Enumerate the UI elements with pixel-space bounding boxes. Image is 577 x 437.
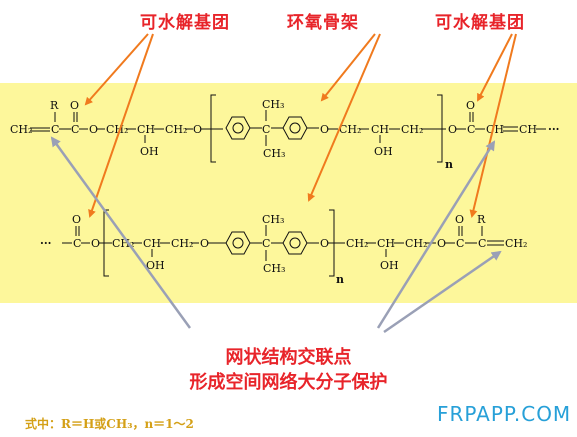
arrow-crosslink-left bbox=[50, 136, 192, 329]
arrow-epoxy-2 bbox=[307, 33, 381, 202]
svg-text:CH: CH bbox=[137, 123, 155, 136]
svg-text:CH₂: CH₂ bbox=[346, 237, 368, 250]
arrow-hydro-right-1 bbox=[477, 33, 513, 102]
svg-text:OH: OH bbox=[140, 145, 159, 158]
svg-text:CH₃: CH₃ bbox=[263, 262, 285, 275]
gray-arrows bbox=[50, 136, 502, 334]
svg-text:O: O bbox=[437, 237, 446, 250]
svg-text:CH₃: CH₃ bbox=[262, 98, 284, 111]
benzene-ring bbox=[282, 116, 308, 140]
formula-row-1: CH₂ C R C O O CH₂ CH OH CH₂ O C CH₃ CH₃ bbox=[10, 94, 560, 171]
svg-text:R: R bbox=[477, 213, 486, 226]
caption-line-1: 网状结构交联点 bbox=[225, 347, 352, 368]
arrow-crosslink-right-1 bbox=[376, 140, 496, 329]
svg-text:CH: CH bbox=[371, 123, 389, 136]
label-hydrolyzable-right: 可水解基团 bbox=[435, 13, 525, 33]
orange-arrows bbox=[84, 33, 517, 218]
svg-text:O: O bbox=[320, 123, 329, 136]
svg-text:O: O bbox=[466, 99, 475, 112]
svg-text:CH₂: CH₂ bbox=[171, 237, 193, 250]
svg-text:···: ··· bbox=[40, 237, 52, 250]
svg-text:O: O bbox=[448, 123, 457, 136]
svg-text:C: C bbox=[262, 237, 270, 250]
arrow-crosslink-right-2 bbox=[383, 250, 502, 334]
svg-text:R: R bbox=[50, 99, 59, 112]
svg-text:···: ··· bbox=[548, 123, 560, 136]
svg-text:C: C bbox=[262, 123, 270, 136]
svg-text:C: C bbox=[71, 123, 79, 136]
svg-text:CH₂: CH₂ bbox=[112, 237, 134, 250]
svg-text:OH: OH bbox=[374, 145, 393, 158]
svg-text:OH: OH bbox=[380, 259, 399, 272]
formula-row-2: ··· C O O CH₂ CH OH CH₂ O C CH₃ CH₃ O bbox=[40, 209, 527, 286]
svg-text:CH: CH bbox=[377, 237, 395, 250]
svg-text:CH₂: CH₂ bbox=[405, 237, 427, 250]
svg-text:CH₂: CH₂ bbox=[165, 123, 187, 136]
svg-text:O: O bbox=[89, 123, 98, 136]
svg-text:O: O bbox=[91, 237, 100, 250]
svg-text:CH: CH bbox=[519, 123, 537, 136]
svg-text:C: C bbox=[467, 123, 475, 136]
repeat-n: n bbox=[336, 273, 344, 286]
svg-text:CH₂: CH₂ bbox=[106, 123, 128, 136]
svg-text:O: O bbox=[455, 213, 464, 226]
arrow-hydro-right-2 bbox=[469, 33, 517, 218]
svg-text:O: O bbox=[200, 237, 209, 250]
svg-text:CH₃: CH₃ bbox=[263, 147, 285, 160]
label-hydrolyzable-left: 可水解基团 bbox=[140, 13, 230, 33]
benzene-ring bbox=[282, 231, 308, 255]
svg-text:O: O bbox=[72, 213, 81, 226]
svg-text:O: O bbox=[320, 237, 329, 250]
svg-text:O: O bbox=[193, 123, 202, 136]
svg-text:CH: CH bbox=[486, 123, 504, 136]
atom: CH₂ bbox=[10, 123, 32, 136]
arrow-hydro-left-1 bbox=[84, 33, 149, 106]
footnote: 式中：R＝H或CH₃，n＝1～2 bbox=[25, 417, 194, 431]
svg-text:CH₃: CH₃ bbox=[262, 213, 284, 226]
svg-text:OH: OH bbox=[146, 259, 165, 272]
svg-text:CH₂: CH₂ bbox=[505, 237, 527, 250]
svg-text:CH₂: CH₂ bbox=[401, 123, 423, 136]
arrow-epoxy-1 bbox=[320, 33, 376, 102]
benzene-ring bbox=[225, 116, 251, 140]
svg-text:C: C bbox=[73, 237, 81, 250]
label-epoxy-backbone: 环氧骨架 bbox=[287, 13, 359, 33]
svg-text:C: C bbox=[456, 237, 464, 250]
arrow-hydro-left-2 bbox=[88, 33, 154, 218]
repeat-n: n bbox=[445, 158, 453, 171]
svg-text:C: C bbox=[478, 237, 486, 250]
svg-text:CH: CH bbox=[143, 237, 161, 250]
svg-text:C: C bbox=[51, 123, 59, 136]
svg-text:O: O bbox=[70, 99, 79, 112]
caption-line-2: 形成空间网络大分子保护 bbox=[189, 372, 388, 393]
svg-text:CH₂: CH₂ bbox=[339, 123, 361, 136]
benzene-ring bbox=[225, 231, 251, 255]
watermark: FRPAPP.COM bbox=[437, 402, 572, 426]
